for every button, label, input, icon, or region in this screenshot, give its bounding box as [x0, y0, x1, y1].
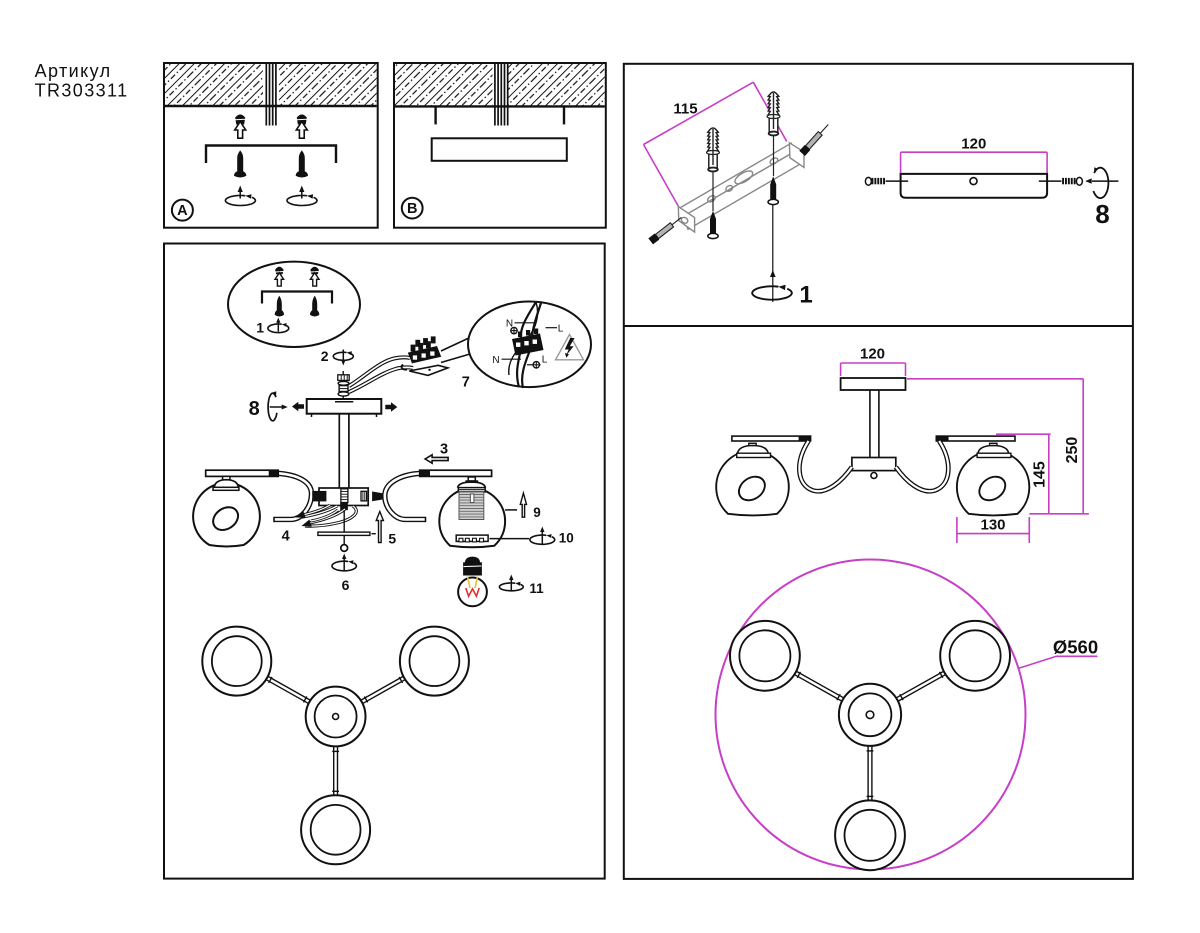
svg-text:120: 120	[860, 346, 885, 363]
svg-text:N: N	[506, 319, 513, 330]
svg-text:250: 250	[1064, 437, 1081, 464]
svg-text:5: 5	[388, 531, 396, 547]
svg-text:1: 1	[256, 319, 264, 335]
svg-text:120: 120	[961, 136, 986, 153]
svg-text:115: 115	[673, 101, 697, 118]
svg-text:2: 2	[321, 348, 329, 364]
svg-text:L: L	[558, 324, 564, 335]
svg-text:TR303311: TR303311	[35, 81, 129, 101]
svg-text:130: 130	[980, 517, 1005, 534]
svg-text:10: 10	[559, 531, 574, 546]
svg-text:L: L	[542, 355, 548, 366]
svg-text:4: 4	[282, 529, 290, 545]
svg-text:8: 8	[1095, 199, 1109, 229]
svg-text:3: 3	[440, 442, 448, 458]
svg-text:145: 145	[1032, 461, 1049, 488]
svg-text:8: 8	[249, 398, 260, 420]
svg-text:N: N	[492, 355, 499, 366]
svg-text:9: 9	[533, 505, 541, 520]
svg-text:Артикул: Артикул	[35, 61, 112, 81]
svg-text:1: 1	[799, 282, 812, 309]
svg-text:6: 6	[342, 577, 350, 593]
svg-text:7: 7	[462, 375, 470, 391]
svg-text:11: 11	[529, 581, 544, 596]
svg-text:A: A	[177, 203, 188, 219]
svg-text:B: B	[407, 201, 417, 217]
svg-text:Ø560: Ø560	[1053, 637, 1098, 658]
